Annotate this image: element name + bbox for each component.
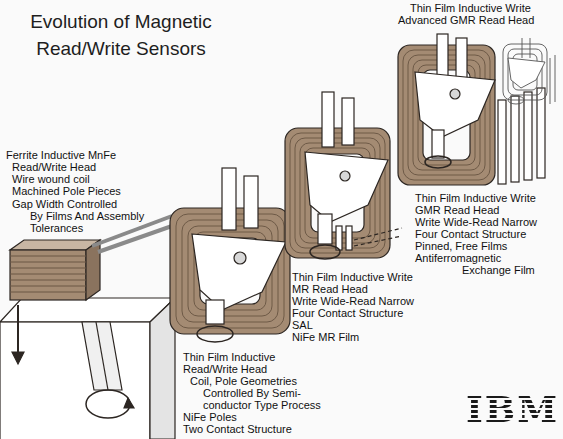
feature-label: Coil, Pole Geometries [190, 375, 297, 387]
feature-label: Four Contact Structure [415, 228, 526, 240]
feature-label: Write Wide-Read Narrow [415, 216, 537, 228]
via [450, 89, 460, 99]
feature-label: Four Contact Structure [292, 307, 403, 319]
gap-circle [310, 245, 340, 259]
pole-shield [508, 58, 545, 88]
ferrite-coil [10, 250, 86, 300]
feature-label: Gap Width Controlled [12, 198, 117, 210]
mr-contact [336, 226, 342, 250]
feature-label: Thin Film Inductive Write [410, 2, 531, 14]
contact-strip [555, 55, 556, 102]
ferrite-coil-side [86, 240, 100, 300]
feature-label: NiFe Poles [183, 411, 237, 423]
feature-label: Read/Write Head [183, 363, 267, 375]
flux-arrowhead [12, 352, 24, 364]
pole-shield [415, 72, 495, 137]
feature-label: Thin Film Inductive Write [292, 271, 413, 283]
mr-head [285, 92, 402, 259]
feature-label: Exchange Film [462, 264, 535, 276]
feature-label: MR Read Head [292, 283, 368, 295]
feature-label: Wire wound coil [12, 173, 90, 185]
feature-label: Advanced GMR Read Head [398, 14, 534, 26]
gap-circle [508, 96, 524, 104]
company-logo: IBM [466, 390, 559, 428]
pole-piece-gap [82, 322, 122, 390]
gap-circle [425, 156, 451, 168]
feature-label: Read/Write Head [12, 161, 96, 173]
feature-label: NiFe MR Film [292, 331, 359, 343]
feature-label: Controlled By Semi- [203, 387, 301, 399]
coil [285, 128, 390, 258]
contact-strip [537, 88, 545, 178]
gap-circle [86, 390, 130, 418]
advanced-gmr-head [503, 38, 555, 104]
feature-label: Antiferromagnetic [415, 252, 501, 264]
pole-tip [206, 300, 224, 324]
thin-film-head [170, 168, 290, 342]
mr-contact [346, 226, 352, 250]
contact-strip [511, 96, 519, 182]
feature-label: Pinned, Free Films [415, 240, 507, 252]
contact-strip [524, 92, 532, 180]
lead [222, 168, 236, 230]
pole-tip [318, 214, 332, 244]
feature-label: conductor Type Process [203, 399, 321, 411]
pole-shield [305, 152, 388, 222]
via [340, 171, 350, 181]
feature-label: Thin Film Inductive [183, 351, 275, 363]
feature-label: SAL [292, 319, 313, 331]
gap-circle [197, 326, 233, 342]
lead [342, 98, 354, 145]
ferrite-block-front [0, 322, 150, 439]
feature-label: Write Wide-Read Narrow [292, 295, 414, 307]
lead [530, 38, 531, 58]
lead [456, 38, 467, 78]
ferrite-head [0, 216, 175, 439]
lead [437, 34, 448, 79]
diagram-title: Evolution of Magnetic Read/Write Sensors [10, 8, 232, 62]
feature-label: Tolerances [30, 222, 83, 234]
pole-tip [432, 130, 444, 158]
lead [244, 176, 258, 228]
gmr-head [398, 34, 545, 185]
circle-arrowhead [124, 398, 134, 408]
feature-label: Thin Film Inductive Write [415, 192, 536, 204]
coil-outline [503, 44, 547, 100]
dashed-guide [354, 228, 402, 240]
lead [322, 92, 334, 147]
lead [522, 38, 523, 58]
feature-label: Two Contact Structure [183, 423, 292, 435]
pole-shield [192, 234, 286, 310]
feature-label: By Films And Assembly [30, 210, 144, 222]
coil-winding [10, 256, 86, 292]
feature-label: Ferrite Inductive MnFe [6, 149, 116, 161]
via [234, 252, 246, 264]
feature-label: GMR Read Head [415, 204, 499, 216]
dashed-guide [354, 236, 402, 246]
feature-label: Machined Pole Pieces [12, 185, 121, 197]
ferrite-core-top [10, 240, 100, 250]
gap-line [96, 322, 108, 390]
contact-strip [550, 58, 551, 104]
lead-wire [98, 226, 172, 252]
contact-strip [498, 100, 506, 184]
ferrite-block-top [0, 298, 175, 322]
